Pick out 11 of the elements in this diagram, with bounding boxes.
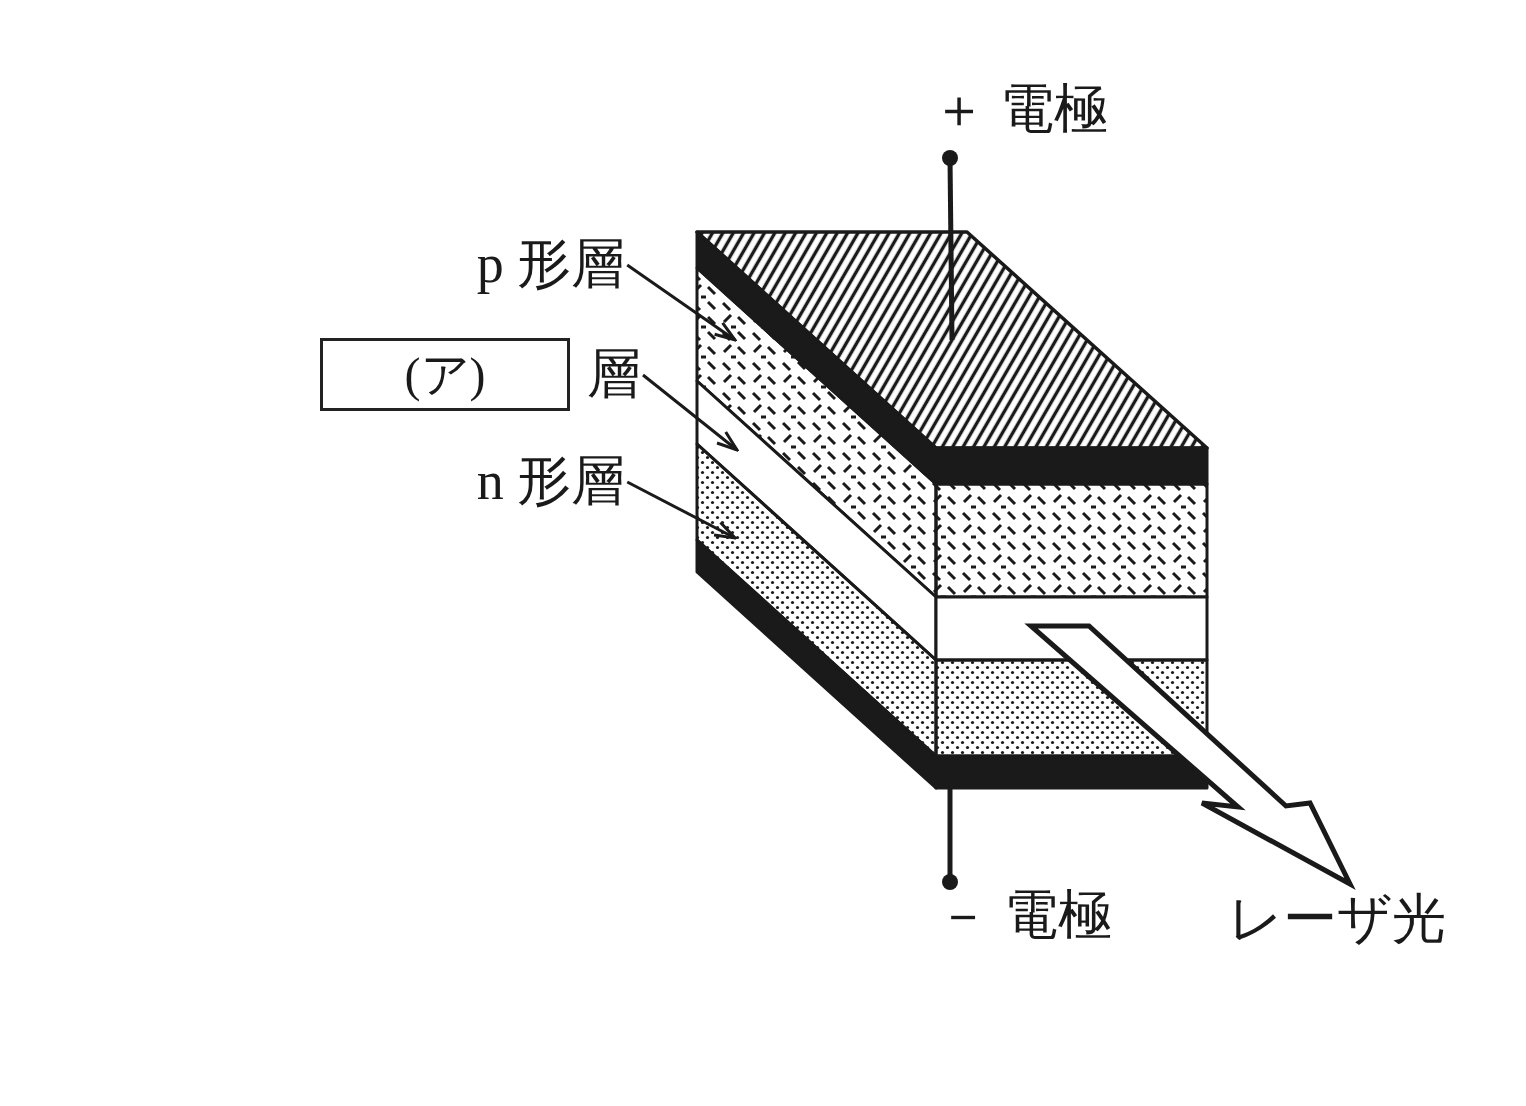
layer-label: p 形層: [476, 235, 626, 295]
leader-arrow: [626, 480, 737, 540]
layer-label: n 形層: [476, 452, 626, 512]
p-type-layer: [695, 266, 1209, 599]
electrode-label: ＋ 電極: [932, 80, 1108, 140]
leader-arrow: [642, 373, 739, 452]
leader-arrow: [626, 263, 737, 342]
laser-light-label: レーザ光: [1228, 890, 1446, 950]
answer-box: (ア): [320, 338, 570, 411]
electrode-label: － 電極: [936, 886, 1112, 946]
layer-label: 層: [587, 345, 641, 405]
